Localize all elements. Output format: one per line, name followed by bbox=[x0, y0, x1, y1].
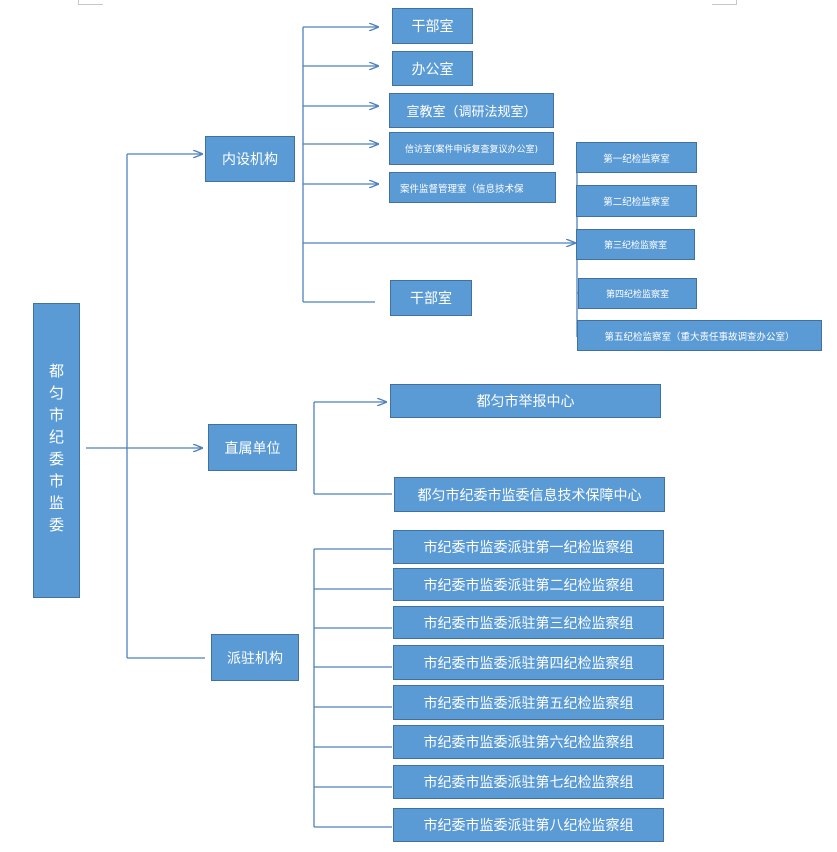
branch-direct: 直属单位 bbox=[208, 424, 297, 471]
stationed-group-label: 市纪委市监委派驻第二纪检监察组 bbox=[423, 577, 634, 594]
stationed-group-label: 市纪委市监委派驻第五纪检监察组 bbox=[423, 695, 634, 712]
stationed-group-box: 市纪委市监委派驻第七纪检监察组 bbox=[393, 765, 664, 799]
stationed-group-label: 市纪委市监委派驻第一纪检监察组 bbox=[423, 540, 634, 556]
internal-unit-label: 信访室(案件申诉复查复议办公室) bbox=[404, 145, 539, 155]
stationed-group-box: 市纪委市监委派驻第四纪检监察组 bbox=[393, 645, 664, 680]
stationed-group-box: 市纪委市监委派驻第六纪检监察组 bbox=[393, 725, 664, 759]
root-box: 都匀市纪委市监委 bbox=[33, 303, 80, 598]
stationed-group-label: 市纪委市监委派驻第六纪检监察组 bbox=[423, 735, 634, 751]
stationed-group-label: 市纪委市监委派驻第四纪检监察组 bbox=[423, 655, 634, 672]
inspection-room-box: 第四纪检监察室 bbox=[578, 278, 697, 309]
internal-unit-box: 办公室 bbox=[392, 51, 473, 86]
direct-unit-box: 都匀市举报中心 bbox=[390, 384, 661, 418]
internal-unit-label: 案件监督管理室（信息技术保 bbox=[400, 183, 524, 195]
internal-unit-label: 宣教室（调研法规室） bbox=[406, 105, 537, 120]
branch-stationed-label: 派驻机构 bbox=[227, 650, 283, 667]
inspection-room-box: 第一纪检监察室 bbox=[576, 142, 697, 173]
branch-stationed: 派驻机构 bbox=[211, 634, 299, 681]
inspection-room-label: 第二纪检监察室 bbox=[603, 197, 670, 208]
inspection-room-box: 第五纪检监察室（重大责任事故调查办公室） bbox=[577, 320, 822, 351]
inspection-room-label: 第五纪检监察室（重大责任事故调查办公室） bbox=[604, 331, 795, 343]
stationed-group-box: 市纪委市监委派驻第五纪检监察组 bbox=[393, 685, 664, 720]
branch-direct-label: 直属单位 bbox=[224, 440, 281, 457]
stationed-group-box: 市纪委市监委派驻第八纪检监察组 bbox=[393, 808, 664, 842]
inspection-room-label: 第四纪检监察室 bbox=[605, 290, 669, 300]
inspection-room-label: 第一纪检监察室 bbox=[603, 153, 670, 165]
inspection-room-label: 第三纪检监察室 bbox=[603, 241, 667, 251]
internal-unit-box: 宣教室（调研法规室） bbox=[389, 93, 554, 128]
stationed-group-box: 市纪委市监委派驻第三纪检监察组 bbox=[393, 606, 664, 639]
inspection-room-box: 第三纪检监察室 bbox=[576, 229, 695, 260]
direct-unit-label: 都匀市举报中心 bbox=[476, 394, 575, 410]
direct-unit-label: 都匀市纪委市监委信息技术保障中心 bbox=[417, 487, 642, 504]
inspection-room-box: 第二纪检监察室 bbox=[576, 185, 697, 217]
page-corner-marker bbox=[78, 0, 103, 5]
internal-unit-label: 办公室 bbox=[411, 61, 454, 78]
root-label: 都匀市纪委市监委 bbox=[47, 362, 65, 539]
stationed-group-box: 市纪委市监委派驻第一纪检监察组 bbox=[393, 530, 664, 564]
internal-unit-label: 干部室 bbox=[410, 291, 452, 307]
internal-unit-box: 干部室 bbox=[392, 8, 473, 44]
stationed-group-label: 市纪委市监委派驻第七纪检监察组 bbox=[423, 775, 634, 791]
internal-unit-label: 干部室 bbox=[411, 19, 454, 35]
internal-unit-box: 干部室 bbox=[390, 280, 472, 316]
direct-unit-box: 都匀市纪委市监委信息技术保障中心 bbox=[394, 477, 665, 512]
stationed-group-label: 市纪委市监委派驻第八纪检监察组 bbox=[423, 818, 634, 834]
branch-internal: 内设机构 bbox=[205, 136, 295, 182]
branch-internal-label: 内设机构 bbox=[222, 152, 278, 168]
stationed-group-label: 市纪委市监委派驻第三纪检监察组 bbox=[423, 615, 634, 632]
page-corner-marker bbox=[712, 0, 737, 5]
internal-unit-box: 案件监督管理室（信息技术保 bbox=[389, 172, 556, 203]
stationed-group-box: 市纪委市监委派驻第二纪检监察组 bbox=[393, 568, 664, 601]
internal-unit-box: 信访室(案件申诉复查复议办公室) bbox=[389, 132, 554, 165]
